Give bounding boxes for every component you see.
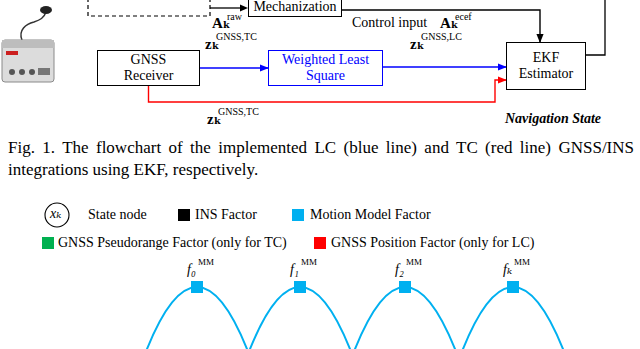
legend-swatch (178, 209, 190, 221)
factor-superscript: MM (198, 257, 214, 267)
figure-caption: Fig. 1. The flowchart of the implemented… (8, 137, 634, 181)
estimator-box: EKF Estimator (506, 42, 586, 90)
factor-arc (245, 287, 355, 349)
receiver-device (2, 40, 54, 82)
device-port (29, 69, 35, 75)
legend-swatch (292, 209, 304, 221)
motion-model-factor (294, 281, 306, 293)
output-label: Navigation State (505, 111, 601, 127)
antenna-cable (21, 12, 46, 40)
signal-superscript: GNSS,TC (218, 106, 259, 118)
process-box: Weighted Least Square (268, 50, 383, 86)
signal-superscript: raw (227, 11, 242, 23)
legend-text: Motion Model Factor (310, 207, 431, 223)
antenna-head (40, 6, 52, 14)
motion-model-factor (507, 281, 519, 293)
node-label: EKF Estimator (511, 50, 581, 82)
signal-superscript: GNSS,TC (216, 31, 257, 43)
motion-model-factor (399, 281, 411, 293)
receiver-box: GNSS Receiver (97, 50, 200, 86)
factor-superscript: MM (301, 257, 317, 267)
factor-superscript: MM (514, 257, 530, 267)
legend-text: INS Factor (195, 207, 257, 223)
state-node-symbol (45, 203, 69, 227)
edge-label: zₖ (207, 111, 222, 128)
lc-connector (383, 66, 506, 67)
device-port (9, 69, 15, 75)
device-connector (38, 68, 50, 75)
edge-label: Control input (352, 15, 427, 31)
edge-label: zₖ (410, 36, 425, 53)
signal-superscript: ecef (455, 11, 472, 23)
factor-symbol: f₂ (395, 262, 404, 278)
factor-symbol: f₀ (187, 262, 196, 278)
edge-label: zₖ (205, 36, 220, 53)
device-logo (6, 51, 18, 55)
factor-arc (350, 287, 460, 349)
legend-text: GNSS Pseudorange Factor (only for TC) (58, 235, 287, 251)
node-label: GNSS Receiver (119, 52, 179, 84)
state-symbol: xₖ (50, 206, 61, 222)
motion-model-factor (191, 281, 203, 293)
dashed-sensor-box (88, 0, 210, 16)
factor-arc (458, 287, 568, 349)
arrow-head (240, 5, 248, 12)
factor-symbol: f₁ (290, 262, 299, 278)
legend-swatch (314, 237, 326, 249)
device-top-panel (2, 40, 54, 48)
device-port (19, 69, 25, 75)
factor-symbol: fₖ (503, 262, 512, 278)
factor-arc (142, 287, 252, 349)
factor-superscript: MM (406, 257, 422, 267)
process-box: Mechanization (248, 0, 342, 17)
node-label: Mechanization (253, 0, 336, 15)
raw-input-line (210, 7, 241, 8)
legend-swatch (42, 237, 54, 249)
signal-superscript: GNSS,LC (421, 31, 462, 43)
node-label: Weighted Least Square (282, 52, 370, 84)
lc-connector (200, 67, 268, 68)
control-connector (342, 10, 540, 42)
legend-text: State node (88, 207, 147, 223)
legend-text: GNSS Position Factor (only for LC) (331, 235, 534, 251)
